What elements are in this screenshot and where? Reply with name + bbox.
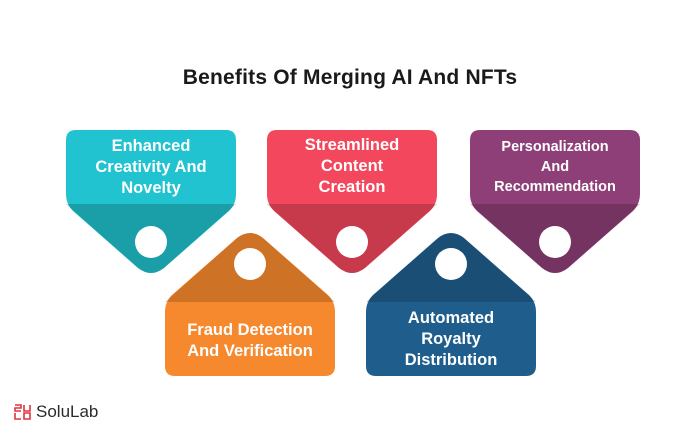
card-fraud-detection-line-1: Fraud Detection: [187, 321, 313, 339]
card-streamlined-content-label: Streamlined Content Creation: [267, 133, 437, 199]
card-enhanced-creativity-hole: [135, 226, 167, 258]
card-streamlined-content-line-3: Creation: [318, 177, 386, 196]
card-fraud-detection-line-2: And Verification: [187, 342, 313, 360]
card-enhanced-creativity-label: Enhanced Creativity And Novelty: [66, 134, 236, 200]
card-personalization-label: Personalization And Recommendation: [470, 136, 640, 198]
card-automated-royalty: [366, 233, 536, 376]
card-automated-royalty-line-2: Royalty: [421, 329, 481, 348]
solulab-logo: SoluLab: [14, 402, 98, 422]
card-automated-royalty-label: Automated Royalty Distribution: [366, 306, 536, 372]
card-streamlined-content-shape: [267, 130, 437, 273]
card-fraud-detection-hole: [234, 248, 266, 280]
card-personalization: [470, 130, 640, 273]
card-streamlined-content-hole: [336, 226, 368, 258]
card-automated-royalty-shape: [366, 233, 536, 376]
card-streamlined-content-line-1: Streamlined: [304, 135, 400, 154]
card-enhanced-creativity-line-2: Creativity And: [95, 157, 207, 176]
card-personalization-line-1: Personalization: [501, 139, 609, 155]
card-streamlined-content-line-2: Content: [320, 156, 384, 175]
card-automated-royalty-hole: [435, 248, 467, 280]
card-personalization-hole: [539, 226, 571, 258]
card-personalization-line-2: And: [540, 159, 570, 175]
card-fraud-detection-shape: [165, 233, 335, 376]
card-fraud-detection-label: Fraud Detection And Verification: [165, 316, 335, 366]
card-enhanced-creativity: [66, 130, 236, 273]
page-title: Benefits Of Merging AI And NFTs: [182, 66, 518, 89]
card-streamlined-content: [267, 130, 437, 273]
card-personalization-shape: [470, 130, 640, 273]
card-enhanced-creativity-shape: [66, 130, 236, 273]
solulab-logo-icon: [14, 404, 31, 420]
solulab-logo-text: SoluLab: [36, 402, 99, 421]
card-enhanced-creativity-line-1: Enhanced: [111, 136, 191, 155]
card-enhanced-creativity-line-3: Novelty: [121, 178, 181, 197]
card-personalization-line-3: Recommendation: [494, 179, 616, 195]
card-automated-royalty-line-1: Automated: [407, 308, 495, 327]
card-automated-royalty-line-3: Distribution: [404, 350, 498, 369]
card-fraud-detection: [165, 233, 335, 376]
